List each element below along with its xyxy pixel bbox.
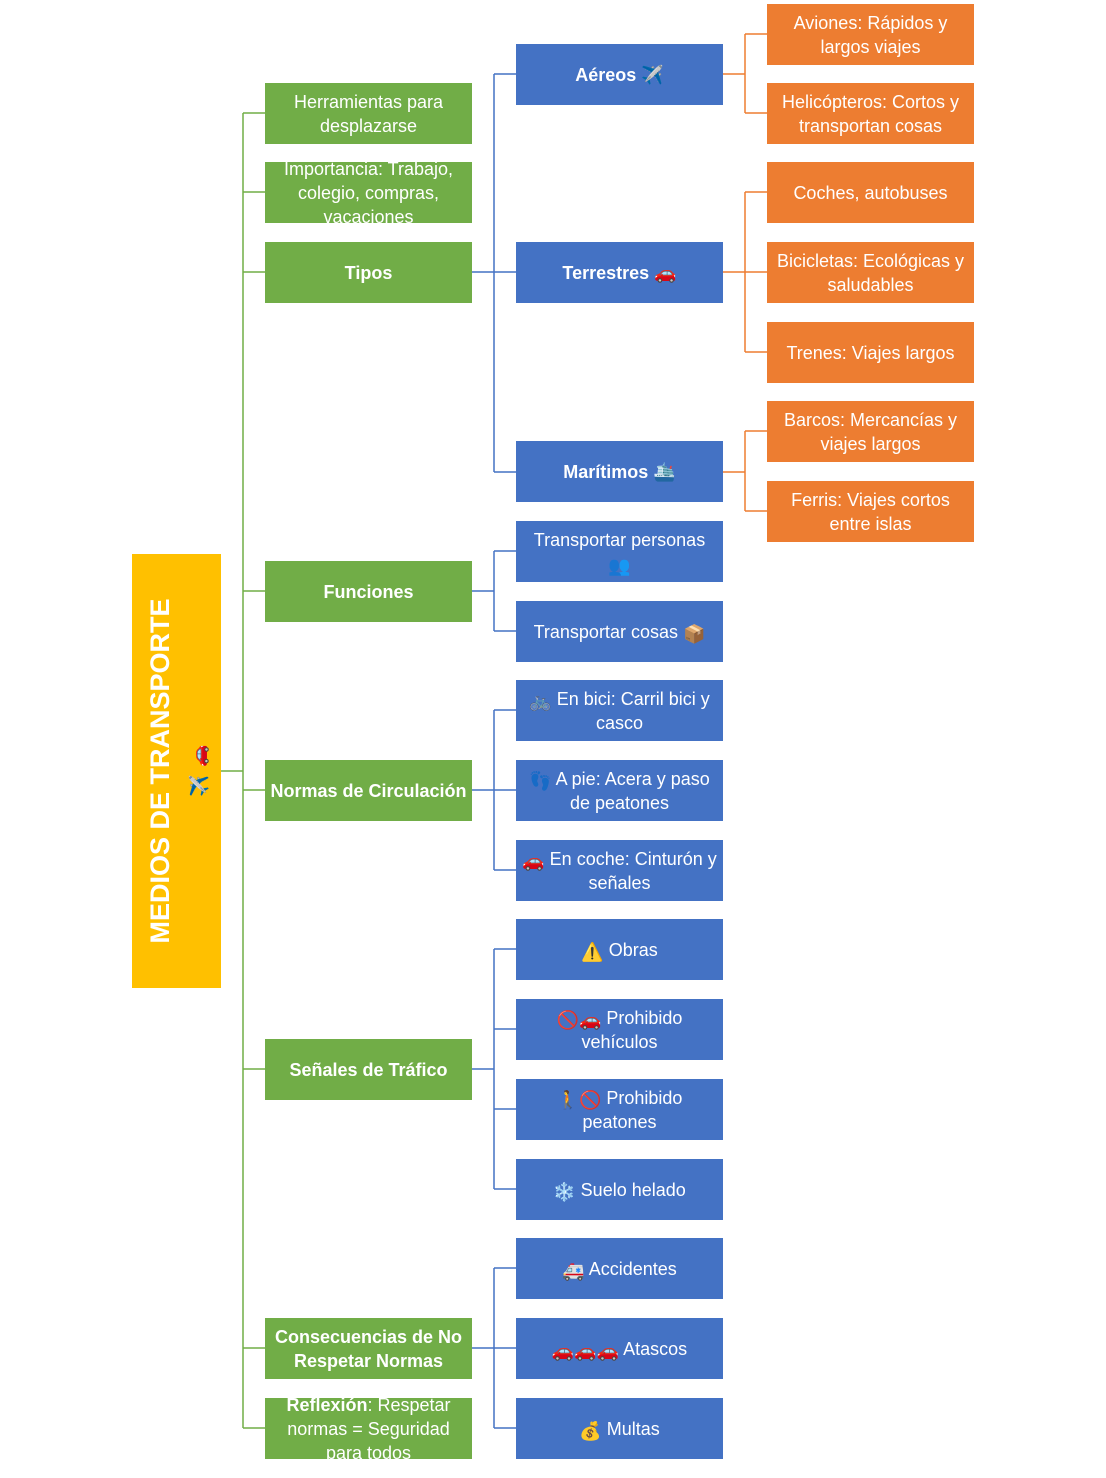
package-icon: 📦 — [682, 623, 706, 644]
people-icon: 👥 — [608, 555, 631, 576]
car-icon: 🚗 — [522, 850, 545, 871]
footprints-icon: 👣 — [529, 770, 552, 791]
branch-importancia: Importancia: Trabajo, colegio, compras, … — [265, 162, 472, 223]
branch-herramientas: Herramientas para desplazarse — [265, 83, 472, 144]
branch-funciones: Funciones — [265, 561, 472, 622]
node-obras: ⚠️ Obras — [516, 919, 723, 980]
root-node: MEDIOS DE TRANSPORTE ✈️ 🚗 — [132, 554, 221, 988]
branch-senales: Señales de Tráfico — [265, 1039, 472, 1100]
root-title: MEDIOS DE TRANSPORTE — [144, 598, 175, 944]
branch-consecuencias: Consecuencias de No Respetar Normas — [265, 1318, 472, 1379]
airplane-icon: ✈️ — [641, 64, 664, 85]
no-vehicles-icon: 🚫🚗 — [556, 1009, 602, 1030]
leaf-helicopteros: Helicópteros: Cortos y transportan cosas — [767, 83, 974, 144]
node-transportar-cosas: Transportar cosas 📦 — [516, 601, 723, 662]
car-icon: 🚗 — [654, 262, 677, 283]
leaf-ferris: Ferris: Viajes cortos entre islas — [767, 481, 974, 542]
node-multas: 💰 Multas — [516, 1398, 723, 1459]
leaf-coches: Coches, autobuses — [767, 162, 974, 223]
node-suelo-helado: ❄️ Suelo helado — [516, 1159, 723, 1220]
branch-reflexion: Reflexión: Respetar normas = Seguridad p… — [265, 1398, 472, 1459]
node-terrestres: Terrestres 🚗 — [516, 242, 723, 303]
no-pedestrians-icon: 🚶🚫 — [556, 1089, 602, 1110]
branch-tipos: Tipos — [265, 242, 472, 303]
ambulance-icon: 🚑 — [562, 1260, 585, 1281]
leaf-trenes: Trenes: Viajes largos — [767, 322, 974, 383]
warning-icon: ⚠️ — [581, 941, 604, 962]
airplane-icon: ✈️ — [188, 774, 209, 798]
traffic-jam-icon: 🚗🚗🚗 — [551, 1340, 620, 1361]
node-a-pie: 👣 A pie: Acera y paso de peatones — [516, 760, 723, 821]
node-prohibido-peatones: 🚶🚫 Prohibido peatones — [516, 1079, 723, 1140]
snowflake-icon: ❄️ — [553, 1181, 576, 1202]
node-atascos: 🚗🚗🚗 Atascos — [516, 1318, 723, 1379]
leaf-aviones: Aviones: Rápidos y largos viajes — [767, 4, 974, 65]
node-accidentes: 🚑 Accidentes — [516, 1238, 723, 1299]
leaf-bicicletas: Bicicletas: Ecológicas y saludables — [767, 242, 974, 303]
node-prohibido-vehiculos: 🚫🚗 Prohibido vehículos — [516, 999, 723, 1060]
node-transportar-personas: Transportar personas👥 — [516, 521, 723, 582]
node-aereos: Aéreos ✈️ — [516, 44, 723, 105]
node-en-bici: 🚲 En bici: Carril bici y casco — [516, 680, 723, 741]
node-en-coche: 🚗 En coche: Cinturón y señales — [516, 840, 723, 901]
money-bag-icon: 💰 — [579, 1420, 602, 1441]
branch-normas: Normas de Circulación — [265, 760, 472, 821]
node-maritimos: Marítimos 🛳️ — [516, 441, 723, 502]
bicycle-icon: 🚲 — [529, 690, 552, 711]
ship-icon: 🛳️ — [653, 461, 676, 482]
leaf-barcos: Barcos: Mercancías y viajes largos — [767, 401, 974, 462]
car-icon: 🚗 — [188, 744, 209, 768]
